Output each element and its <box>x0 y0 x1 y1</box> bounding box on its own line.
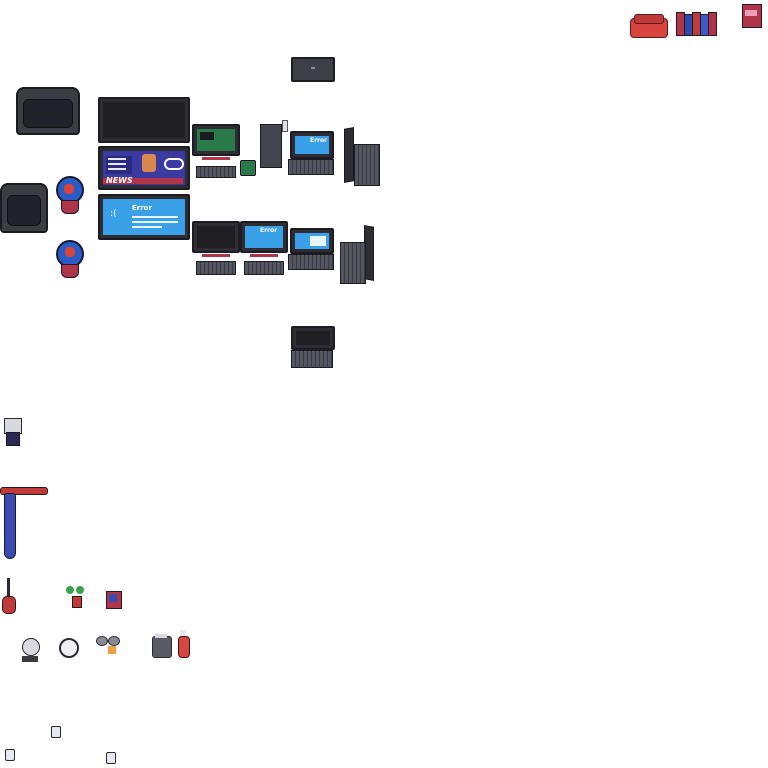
desktop-computer-icon <box>260 120 288 168</box>
coat-rack-icon <box>0 487 48 559</box>
news-tv-icon: NEWS <box>98 146 190 190</box>
cup-icon <box>51 726 61 738</box>
laptop-icon <box>288 228 336 274</box>
dishes-icon <box>96 636 122 656</box>
cup-icon <box>106 752 116 764</box>
error-title: Error <box>132 204 152 212</box>
trash-can-icon <box>152 634 174 658</box>
laptop-icon <box>340 225 376 286</box>
globe-icon <box>56 240 84 280</box>
cup-icon <box>5 749 15 761</box>
error-title: Error <box>310 137 328 144</box>
alarm-clock-icon <box>58 636 79 658</box>
news-label: NEWS <box>106 176 133 185</box>
phonograph-icon <box>20 632 42 664</box>
error-title: Error <box>260 227 278 234</box>
red-sofa-icon <box>630 14 668 38</box>
fire-extinguisher-icon <box>176 630 192 658</box>
laptop-icon <box>291 326 335 370</box>
globe-icon <box>56 176 84 216</box>
error-tv-icon: :( Error <box>98 194 190 240</box>
sad-face: :( <box>110 209 117 219</box>
lamp-icon <box>4 418 22 446</box>
desktop-computer-icon <box>192 124 242 182</box>
guitar-icon <box>2 578 16 614</box>
laptop-icon: Error <box>288 131 336 177</box>
desktop-computer-icon: Error <box>240 221 288 277</box>
old-tv-icon <box>16 87 80 135</box>
books-icon <box>676 12 717 36</box>
flat-tv-icon <box>98 97 190 143</box>
old-tv-icon <box>0 183 48 233</box>
closed-laptop-icon <box>291 57 335 82</box>
desktop-computer-icon <box>192 221 240 277</box>
plant-icon <box>66 586 86 610</box>
pink-cabinet-icon <box>742 4 762 28</box>
monitor-icon <box>240 160 256 176</box>
laptop-icon <box>344 127 380 188</box>
picture-frame-icon <box>106 591 122 609</box>
